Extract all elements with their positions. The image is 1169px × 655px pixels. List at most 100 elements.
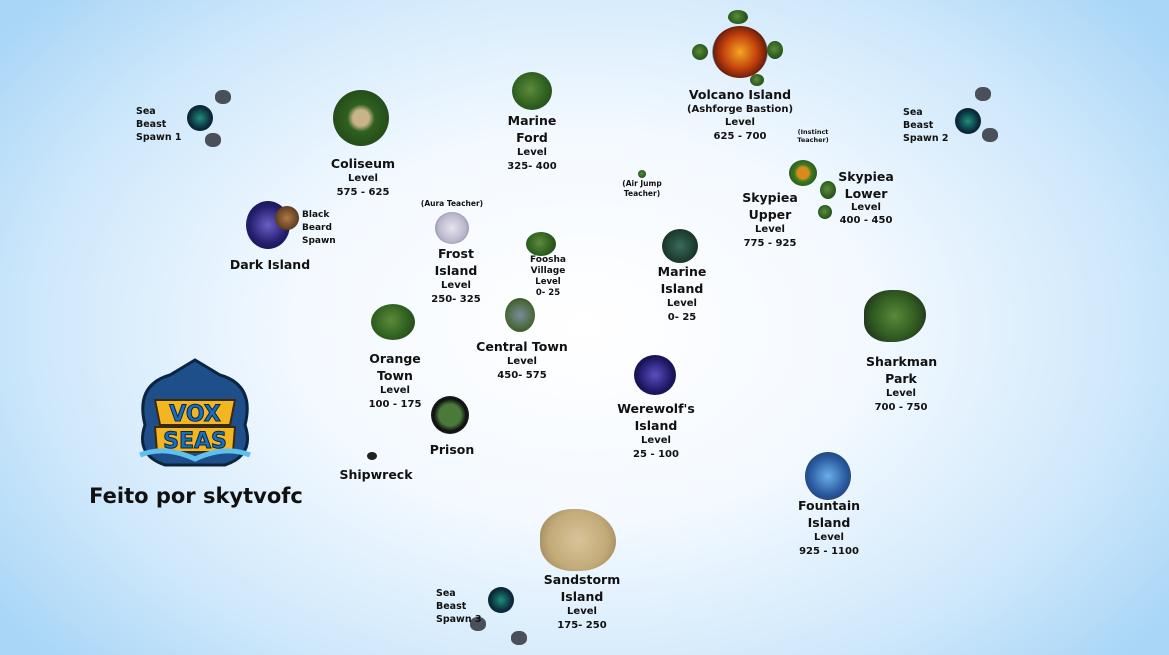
- level-word: Level: [814, 532, 844, 543]
- location-dark-island: Dark Island: [230, 256, 310, 273]
- level-range: 400 - 450: [839, 215, 893, 226]
- level-word: Level: [851, 202, 881, 213]
- level-range: 925 - 1100: [799, 546, 859, 557]
- fountain-island: [805, 452, 851, 500]
- location-name: Marine Island: [657, 264, 707, 296]
- svg-text:VOX: VOX: [169, 402, 221, 427]
- level-range: 775 - 925: [743, 238, 797, 249]
- location-shipwreck: Shipwreck: [339, 466, 412, 483]
- marine-island: [662, 229, 698, 263]
- marine-ford-island: [512, 72, 552, 110]
- sharkman-park-island: [864, 290, 926, 342]
- rock-icon: [982, 128, 998, 142]
- central-town-island: [505, 298, 535, 332]
- level-word: Level: [348, 173, 378, 184]
- level-word: Level: [380, 385, 410, 396]
- foosha-island: [526, 232, 556, 256]
- level-word: Level: [667, 298, 697, 309]
- level-word: Level: [725, 117, 755, 128]
- level-word: Level: [507, 356, 537, 367]
- location-name: Skypiea Upper: [742, 190, 798, 222]
- location-name: Volcano Island: [688, 87, 792, 102]
- location-name: Coliseum: [330, 156, 396, 171]
- location-name: Foosha Village: [530, 255, 566, 276]
- level-range: 625 - 700: [713, 131, 767, 142]
- level-range: 700 - 750: [874, 402, 928, 413]
- aura-teacher-label: (Aura Teacher): [420, 199, 484, 208]
- level-range: 325- 400: [507, 161, 557, 172]
- sandstorm-island: [540, 509, 616, 571]
- location-name: Central Town: [476, 339, 568, 354]
- sea-beast-spawn-1-label: Sea Beast Spawn 1: [136, 106, 182, 143]
- rock-icon: [511, 631, 527, 645]
- volcano-islet-2: [692, 44, 708, 60]
- rock-icon: [215, 90, 231, 104]
- location-name: Marine Ford: [507, 113, 557, 145]
- sea-beast-spawn-3-label: Sea Beast Spawn 3: [436, 588, 482, 625]
- location-name: Frost Island: [434, 246, 478, 278]
- level-word: Level: [755, 224, 785, 235]
- black-beard-spawn-label: Black Beard Spawn: [302, 210, 336, 246]
- location-name: Werewolf's Island: [617, 401, 695, 433]
- location-subtitle: (Ashforge Bastion): [686, 104, 794, 115]
- air-jump-teacher-label: (Air Jump Teacher): [622, 179, 662, 198]
- sea-beast-spawn-2-label: Sea Beast Spawn 2: [903, 107, 949, 144]
- level-word: Level: [517, 147, 547, 158]
- location-name: Sandstorm Island: [543, 572, 621, 604]
- level-range: 450- 575: [497, 370, 547, 381]
- level-word: Level: [567, 606, 597, 617]
- rock-icon: [975, 87, 991, 101]
- level-range: 575 - 625: [336, 187, 390, 198]
- volcano-island: [712, 26, 768, 78]
- skypiea-lower-islet: [820, 181, 836, 199]
- rock-icon: [205, 133, 221, 147]
- coliseum-island: [333, 90, 389, 146]
- location-name: Shipwreck: [339, 467, 413, 482]
- level-range: 25 - 100: [633, 449, 679, 460]
- level-range: 0- 25: [667, 312, 697, 323]
- instinct-teacher-label: (Instinct Teacher): [797, 128, 829, 144]
- sea-beast-2-icon: [955, 108, 981, 134]
- volcano-islet-3: [767, 41, 783, 59]
- volcano-islet-4: [750, 74, 764, 86]
- air-jump-islet: [638, 170, 646, 178]
- black-beard-icon: [275, 206, 299, 230]
- orange-town-island: [371, 304, 415, 340]
- location-name: Prison: [429, 442, 475, 457]
- level-range: 250- 325: [431, 294, 481, 305]
- skypiea-lower-islet-2: [818, 205, 832, 219]
- level-word: Level: [535, 277, 561, 287]
- skypiea-island: [789, 160, 817, 186]
- level-range: 175- 250: [557, 620, 607, 631]
- volcano-islet-1: [728, 10, 748, 24]
- location-name: Skypiea Lower: [838, 169, 894, 201]
- location-prison: Prison: [430, 441, 475, 458]
- location-name: Orange Town: [369, 351, 421, 383]
- location-name: Fountain Island: [797, 498, 860, 530]
- werewolf-island: [634, 355, 676, 395]
- location-volcano-island: Volcano Island (Ashforge Bastion) Level 625…: [687, 86, 793, 144]
- location-name: Dark Island: [229, 257, 311, 272]
- prison-island: [431, 396, 469, 434]
- credit-text: Feito por skytvofc: [89, 484, 303, 508]
- vox-seas-logo: VOX SEAS: [139, 358, 251, 467]
- level-word: Level: [441, 280, 471, 291]
- rock-icon: [470, 617, 486, 631]
- shipwreck-icon: [367, 452, 377, 460]
- location-name: Sharkman Park: [866, 354, 938, 386]
- level-word: Level: [886, 388, 916, 399]
- level-word: Level: [641, 435, 671, 446]
- level-range: 0- 25: [535, 288, 561, 298]
